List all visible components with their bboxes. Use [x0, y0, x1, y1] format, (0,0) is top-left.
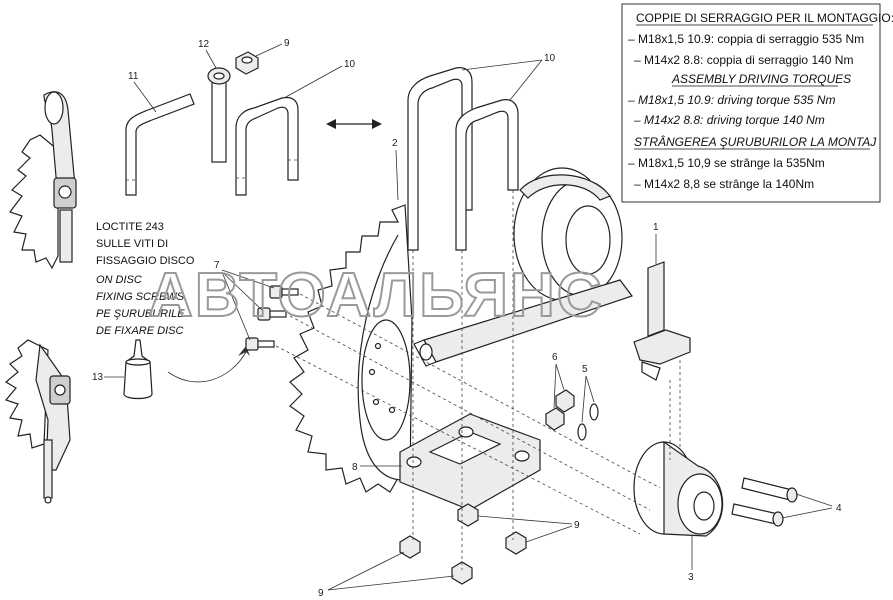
torque-line-2: – M14x2 8.8: coppia di serraggio 140 Nm: [634, 53, 853, 67]
loctite-line-3: ON DISC: [96, 274, 142, 286]
assembly-lines: [275, 190, 681, 570]
callout-9-right: 9: [574, 520, 580, 531]
callout-12: 12: [198, 39, 210, 50]
torque-line-0: COPPIE DI SERRAGGIO PER IL MONTAGGIO:: [636, 11, 893, 25]
disc-assembly-view-top: [9, 91, 77, 270]
hub-screw-4b: [731, 503, 784, 527]
loctite-line-5: PE ŞURUBURILE: [96, 308, 185, 320]
callout-1: 1: [653, 222, 659, 233]
callout-13: 13: [92, 372, 104, 383]
loctite-line-2: FISSAGGIO DISCO: [96, 255, 195, 267]
u-bolt-11: [125, 93, 195, 196]
disc-screw-7b: [257, 307, 287, 321]
loctite-line-1: SULLE VITI DI: [96, 238, 168, 250]
u-bolt-10-left: [235, 96, 299, 196]
application-arrow: [167, 351, 247, 383]
callout-5: 5: [582, 364, 588, 375]
u-bolt-10-right-b: [455, 99, 519, 251]
torque-line-8: – M14x2 8,8 se strânge la 140Nm: [634, 177, 814, 191]
callout-4: 4: [836, 503, 842, 514]
nut-6: [545, 389, 575, 431]
torque-line-3: ASSEMBLY DRIVING TORQUES: [671, 72, 851, 86]
spacer-12: [207, 67, 231, 163]
nut-9-top: [235, 51, 259, 75]
torque-line-6: STRÂNGEREA ŞURUBURILOR LA MONTAJ: [634, 134, 877, 149]
nut-9-a: [457, 503, 479, 527]
loctite-note: LOCTITE 243 SULLE VITI DI FISSAGGIO DISC…: [96, 221, 195, 337]
callout-10-left: 10: [344, 59, 356, 70]
loctite-line-0: LOCTITE 243: [96, 221, 164, 233]
callout-6: 6: [552, 352, 558, 363]
hub-screw-4a: [741, 477, 798, 503]
mounting-bracket-1: [633, 261, 691, 381]
torque-line-4: – M18x1,5 10.9: driving torque 535 Nm: [627, 93, 835, 107]
disc-assembly-view-bottom: [4, 339, 71, 504]
callout-9-bottom: 9: [318, 588, 324, 599]
support-arm: [413, 279, 633, 367]
loctite-bottle: [123, 339, 153, 400]
clamp-block-8: [399, 413, 541, 511]
disc-screw-7a: [269, 285, 299, 299]
torque-specs-box: COPPIE DI SERRAGGIO PER IL MONTAGGIO: – …: [621, 3, 893, 203]
watermark-logo: АВТОАЛЬЯНС: [148, 261, 604, 330]
callouts: 1 2 3 4 5 6 7 8 9 9 9: [92, 38, 842, 599]
disc-screw-7c: [245, 337, 275, 351]
torque-line-7: – M18x1,5 10,9 se strânge la 535Nm: [628, 156, 825, 170]
nut-9-b: [399, 535, 421, 559]
callout-8: 8: [352, 462, 358, 473]
callout-3: 3: [688, 572, 694, 583]
gauge-wheel: [513, 167, 623, 301]
disc-flange-plate: [361, 319, 411, 441]
loctite-line-6: DE FIXARE DISC: [96, 325, 183, 337]
equivalence-arrow: [326, 119, 382, 129]
torque-line-5: – M14x2 8.8: driving torque 140 Nm: [633, 113, 825, 127]
callout-10-right: 10: [544, 53, 556, 64]
callout-2: 2: [392, 138, 398, 149]
bearing-hub-3: [633, 440, 724, 537]
callout-7: 7: [214, 260, 220, 271]
callout-11: 11: [128, 71, 139, 82]
nut-9-c: [505, 531, 527, 555]
washer-5: [577, 403, 599, 441]
loctite-line-4: FIXING SCREWS: [96, 291, 185, 303]
torque-line-1: – M18x1,5 10.9: coppia di serraggio 535 …: [628, 32, 864, 46]
callout-9-top: 9: [284, 38, 290, 49]
nut-9-d: [451, 561, 473, 585]
